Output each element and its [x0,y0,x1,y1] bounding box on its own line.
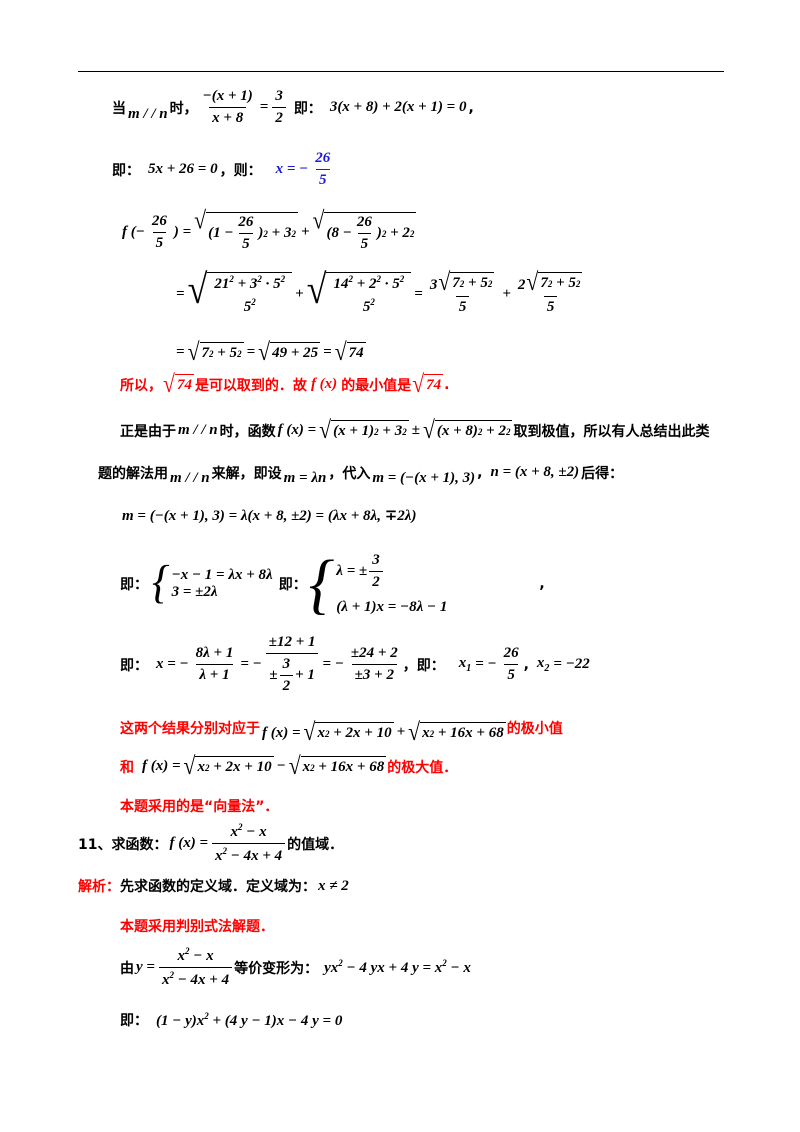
line-5x-solution: 即： 5x + 26 = 0 ，则： x = − 26 5 [112,150,335,189]
text-ji: 即： [293,100,322,117]
frac-26-5-blue: 26 5 [315,150,331,188]
line-transform: 由 y = x2 − x x2 − 4x + 4 等价变形为： yx2 − 4 … [120,946,471,988]
math-f-open: f (− [122,224,145,240]
line-analysis: 解析： 先求函数的定义域．定义域为： x ≠ 2 [78,877,349,896]
frac-3-over-2: 3 2 [272,88,286,127]
text-shi: 时， [169,100,198,117]
text-dang: 当 [112,100,126,117]
line-discriminant-method: 本题采用判别式法解题． [120,919,274,935]
line-m-lambda: m = (−(x + 1), 3) = λ(x + 8, ±2) = (λx +… [122,508,417,524]
line-vector-method: 本题采用的是“向量法”． [120,799,279,815]
line-min-conclusion: 所以， √74 是可以取到的．故 f (x) 的最小值是 √74 . [120,370,450,398]
text-ze: ，则： [219,162,262,179]
text-ji-2: 即： [112,162,140,179]
frac-neg-x1-over-x8: −(x + 1) x + 8 [202,88,253,126]
line-parallel-condition: 当 m / / n 时， −(x + 1) x + 8 = 3 2 即： 3(x… [112,88,474,127]
header-rule [78,71,724,72]
math-m-parallel-n: m / / n [128,106,168,122]
line-system: 即： { −x − 1 = λx + 8λ 3 = ±2λ 即： { λ = ±… [120,546,545,621]
math-eq-line1: 3(x + 8) + 2(x + 1) = 0 [329,99,467,115]
question-11: 11、求函数： f (x) = x2 − x x2 − 4x + 4 的值域． [78,822,344,864]
math-x-eq: x = − [275,161,309,177]
line-final-eq: 即： (1 − y)x2 + (4 y − 1)x − 4 y = 0 [120,1010,343,1030]
math-5x-eq: 5x + 26 = 0 [148,161,218,177]
line-method: 题的解法用 m / / n 来解，即设 m = λn ，代入 m = (−(x … [98,464,624,486]
line-simplify-1: = √ 212 + 32 · 52 52 + √ 142 + 22 · 52 5… [176,266,583,315]
